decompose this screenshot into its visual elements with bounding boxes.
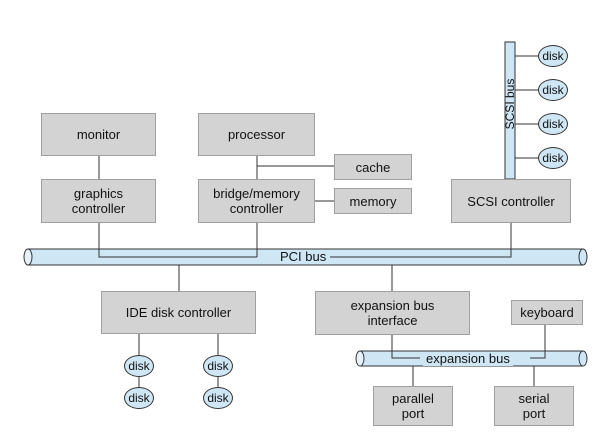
ide-disk-4: disk	[203, 387, 233, 409]
parallel-port-line2: port	[401, 406, 425, 421]
expansion-bus-interface-box: expansion bus interface	[315, 291, 470, 335]
parallel-port-box: parallel port	[373, 386, 453, 426]
disk-label: disk	[207, 359, 229, 373]
graphics-controller-line2: controller	[71, 201, 126, 216]
cache-label: cache	[355, 159, 391, 175]
disk-label: disk	[207, 391, 229, 405]
expansion-interface-line1: expansion bus	[350, 298, 435, 313]
graphics-controller-line1: graphics	[73, 186, 124, 201]
serial-port-line1: serial	[518, 391, 550, 406]
bridge-memory-controller-label: bridge/memory controller	[213, 186, 300, 216]
ide-disk-2: disk	[124, 387, 154, 409]
bridge-controller-line1: bridge/memory	[213, 186, 300, 201]
scsi-controller-label: SCSI controller	[467, 193, 555, 209]
scsi-disk-1: disk	[538, 45, 568, 67]
disk-label: disk	[542, 83, 564, 97]
disk-label: disk	[542, 117, 564, 131]
scsi-disk-4: disk	[538, 147, 568, 169]
graphics-controller-box: graphics controller	[41, 179, 156, 223]
disk-label: disk	[542, 151, 564, 165]
scsi-bus-label: SCSI bus	[503, 78, 517, 130]
serial-port-box: serial port	[494, 386, 574, 426]
expansion-bus-label: expansion bus	[423, 352, 513, 366]
ide-disk-3: disk	[203, 355, 233, 377]
memory-box: memory	[334, 188, 412, 214]
disk-label: disk	[128, 391, 150, 405]
serial-port-line2: port	[522, 406, 546, 421]
ide-disk-controller-label: IDE disk controller	[125, 305, 232, 320]
serial-port-label: serial port	[518, 391, 549, 421]
bridge-memory-controller-box: bridge/memory controller	[198, 179, 315, 223]
processor-label: processor	[227, 127, 286, 142]
disk-label: disk	[542, 49, 564, 63]
wires	[98, 55, 546, 387]
cache-box: cache	[334, 154, 412, 180]
parallel-port-label: parallel port	[392, 391, 434, 421]
parallel-port-line1: parallel	[392, 391, 434, 406]
bridge-controller-line2: controller	[229, 201, 284, 216]
pci-bus-label: PCI bus	[277, 250, 330, 264]
monitor-label: monitor	[76, 127, 121, 142]
graphics-controller-label: graphics controller	[72, 186, 125, 216]
scsi-disk-3: disk	[538, 113, 568, 135]
keyboard-label: keyboard	[520, 305, 574, 320]
scsi-controller-box: SCSI controller	[451, 179, 571, 223]
expansion-interface-line2: interface	[367, 313, 418, 328]
monitor-box: monitor	[41, 113, 156, 156]
ide-disk-controller-box: IDE disk controller	[101, 291, 256, 334]
keyboard-box: keyboard	[511, 300, 583, 325]
ide-disk-1: disk	[124, 355, 154, 377]
memory-label: memory	[349, 193, 397, 209]
processor-box: processor	[198, 113, 315, 156]
expansion-bus-interface-label: expansion bus interface	[351, 298, 435, 328]
scsi-disk-2: disk	[538, 79, 568, 101]
disk-label: disk	[128, 359, 150, 373]
